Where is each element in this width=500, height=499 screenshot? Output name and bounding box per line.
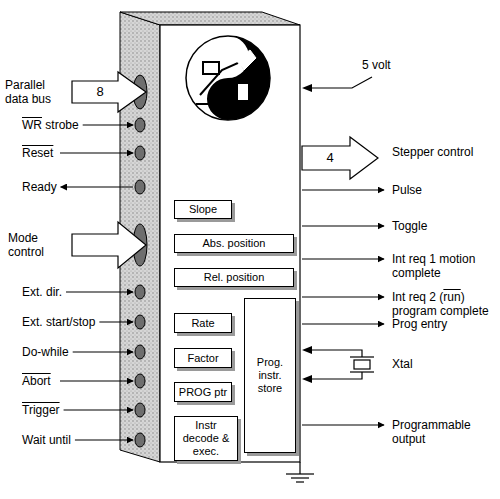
- signal-wire: [302, 258, 384, 259]
- signal-name: Toggle: [392, 219, 427, 233]
- register-box: Rate: [174, 313, 232, 333]
- signal-name: Ready: [22, 180, 57, 194]
- signal-name: 4: [316, 151, 344, 165]
- signal-wire: [73, 351, 133, 352]
- signal-wire: [302, 225, 384, 226]
- signal-wire: [64, 409, 133, 410]
- logo: [186, 36, 270, 120]
- signal-name: 8: [86, 85, 114, 99]
- bus-arrow: [72, 222, 146, 268]
- register-name: Abs. position: [200, 237, 269, 250]
- signal-part: strobe: [42, 118, 79, 132]
- signal-wire: [60, 380, 133, 381]
- signal-name: Ext. dir.: [22, 285, 62, 299]
- bus-arrow: [302, 137, 378, 179]
- register-box: Abs. position: [174, 234, 294, 253]
- signal-part: Int req 2 (: [392, 290, 443, 304]
- signal-wire: [60, 152, 133, 153]
- signal-name: Do-while: [22, 345, 69, 359]
- signal-wire: [75, 439, 133, 440]
- signal-wire: [302, 424, 384, 425]
- chip-top: [120, 12, 300, 25]
- active-low-part: Reset: [22, 146, 53, 160]
- signal-name: WR strobe: [22, 118, 79, 132]
- signal-name: Int req 2 (run) program complete: [392, 290, 492, 318]
- signal-name: Trigger: [22, 403, 60, 417]
- signal-name: Programmable output: [392, 418, 492, 446]
- signal-name: Prog entry: [392, 317, 447, 331]
- signal-wire: [83, 124, 133, 125]
- signal-name: Reset: [22, 146, 53, 160]
- signal-name: Xtal: [392, 357, 413, 371]
- crystal-symbol: [302, 346, 374, 383]
- pin: [133, 75, 147, 447]
- signal-name: Abort: [22, 374, 51, 388]
- active-low-part: Trigger: [22, 403, 60, 417]
- signal-name: Ext. start/stop: [22, 315, 95, 329]
- bus-arrow: [72, 72, 146, 112]
- signal-wire: [61, 186, 133, 187]
- register-box: Rel. position: [174, 268, 294, 287]
- register-name: Prog. instr. store: [245, 356, 295, 395]
- signal-name: Wait until: [22, 433, 71, 447]
- signal-name: Stepper control: [392, 145, 482, 159]
- register-box: PROG ptr: [174, 382, 232, 402]
- register-box: Prog. instr. store: [244, 298, 296, 453]
- register-name: Instr decode & exec.: [175, 419, 237, 458]
- register-name: Slope: [186, 203, 220, 216]
- signal-wire: [66, 291, 133, 292]
- signal-name: Pulse: [392, 183, 422, 197]
- active-low-part: WR: [22, 118, 42, 132]
- register-name: Rel. position: [201, 271, 268, 284]
- signal-wire: [302, 189, 384, 190]
- signal-wire: [302, 296, 384, 297]
- signal-wire: [99, 321, 133, 322]
- register-box: Slope: [174, 200, 232, 219]
- signal-name: Mode control: [8, 231, 68, 259]
- signal-wire: [302, 323, 384, 324]
- register-name: Factor: [184, 352, 221, 365]
- register-name: PROG ptr: [176, 386, 230, 399]
- register-box: Factor: [174, 348, 232, 368]
- register-box: Instr decode & exec.: [174, 416, 238, 461]
- signal-name: Parallel data bus: [5, 78, 69, 106]
- active-low-part: run: [443, 290, 460, 304]
- register-name: Rate: [188, 317, 217, 330]
- signal-name: 5 volt: [362, 58, 391, 72]
- active-low-part: Abort: [22, 374, 51, 388]
- signal-name: Int req 1 motion complete: [392, 252, 492, 280]
- supply-wire: [302, 77, 372, 92]
- chip-front: [160, 25, 300, 462]
- ground-symbol: [286, 462, 314, 482]
